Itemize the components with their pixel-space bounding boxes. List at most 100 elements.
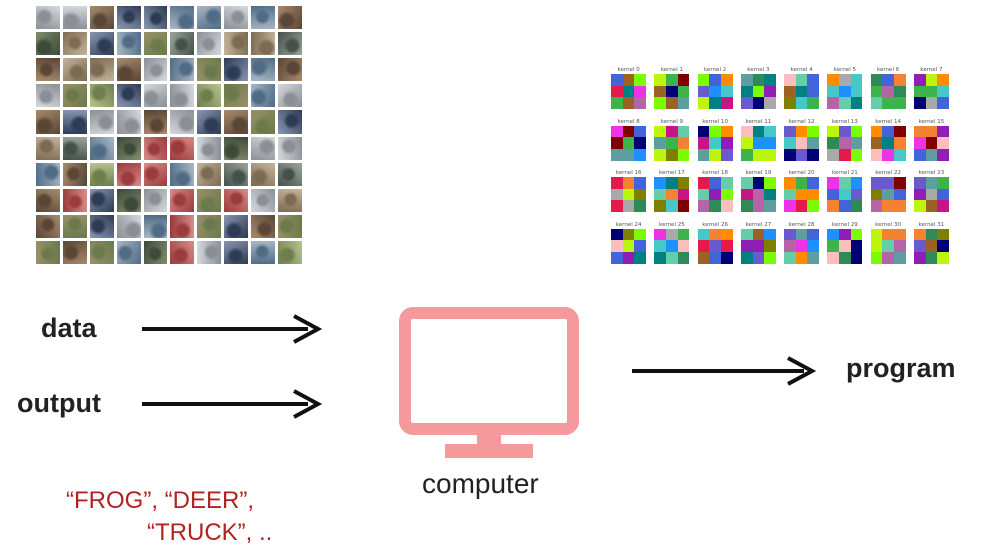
dataset-thumbnail — [36, 6, 60, 30]
kernel-cell — [764, 200, 776, 212]
dataset-thumbnail — [89, 162, 114, 186]
kernel-tile: kernel 1 — [653, 66, 690, 112]
dataset-thumbnail — [224, 84, 249, 108]
dataset-thumbnail — [251, 162, 276, 186]
kernel-label: kernel 29 — [832, 221, 858, 228]
kernel-cell — [937, 177, 949, 189]
kernel-cell — [925, 85, 938, 98]
kernel-cell — [677, 228, 690, 241]
data-arrow — [142, 314, 323, 344]
kernel-cell — [752, 97, 765, 109]
kernel-cell — [925, 177, 938, 189]
kernel-cell — [634, 228, 647, 241]
dataset-thumbnail — [62, 58, 87, 82]
dataset-thumbnail — [251, 136, 276, 160]
dataset-thumbnail — [251, 188, 276, 212]
program-arrow — [632, 356, 817, 386]
output-arrow — [142, 389, 323, 419]
kernel-mosaic — [611, 177, 647, 212]
kernel-cell — [677, 74, 690, 86]
dataset-thumbnail — [116, 84, 141, 108]
dataset-thumbnail — [143, 162, 168, 186]
kernel-label: kernel 22 — [875, 170, 901, 176]
kernel-cell — [893, 85, 906, 98]
kernel-cell — [634, 137, 647, 149]
dataset-thumbnail — [197, 32, 222, 56]
kernel-cell — [795, 228, 808, 241]
kernel-tile: kernel 16 — [610, 169, 647, 215]
dataset-thumbnail — [197, 58, 222, 82]
kernel-cell — [740, 125, 753, 138]
kernel-cell — [752, 188, 765, 201]
dataset-thumbnail — [116, 188, 141, 212]
kernel-mosaic — [827, 74, 863, 109]
dataset-thumbnail — [62, 136, 87, 160]
kernel-cell — [622, 74, 635, 86]
kernel-label: kernel 7 — [920, 67, 943, 73]
kernel-label: kernel 13 — [832, 118, 858, 125]
kernel-label: kernel 25 — [659, 221, 685, 228]
kernel-cell — [925, 125, 938, 138]
dataset-thumbnail — [197, 162, 222, 186]
kernel-cell — [697, 188, 710, 201]
kernel-tile: kernel 27 — [740, 221, 777, 267]
kernel-cell — [720, 228, 733, 241]
kernel-tile: kernel 0 — [610, 66, 647, 112]
kernel-cell — [893, 200, 906, 212]
kernel-cell — [827, 228, 840, 241]
kernel-cell — [764, 137, 776, 149]
dataset-thumbnail — [224, 32, 249, 56]
dataset-thumbnail — [278, 162, 302, 186]
kernel-cell — [882, 137, 894, 149]
kernel-mosaic — [654, 228, 690, 264]
kernel-cell — [925, 188, 938, 201]
kernel-cell — [807, 251, 820, 264]
kernel-label: kernel 16 — [615, 170, 642, 176]
dataset-thumbnail — [36, 110, 60, 134]
kernel-cell — [882, 148, 894, 161]
kernel-cell — [870, 240, 883, 252]
kernel-cell — [850, 188, 863, 201]
kernel-cell — [709, 85, 721, 98]
kernel-mosaic — [784, 228, 820, 264]
dataset-thumbnail — [62, 240, 87, 264]
kernel-cell — [764, 85, 776, 98]
dataset-thumbnail — [278, 32, 302, 56]
kernel-cell — [697, 137, 710, 149]
kernel-mosaic — [740, 177, 776, 212]
dataset-thumbnail — [116, 136, 141, 160]
kernel-cell — [913, 74, 926, 86]
kernel-cell — [764, 177, 776, 189]
kernel-mosaic — [827, 125, 863, 161]
kernel-cell — [827, 251, 840, 264]
kernel-cell — [937, 85, 949, 98]
kernel-cell — [697, 85, 710, 98]
dataset-thumbnail — [62, 110, 87, 134]
kernel-cell — [752, 228, 765, 241]
kernel-cell — [709, 125, 721, 138]
kernel-cell — [654, 188, 667, 201]
dataset-thumbnail — [143, 214, 168, 238]
kernel-cell — [720, 200, 733, 212]
kernel-cell — [740, 200, 753, 212]
kernel-label: kernel 24 — [615, 221, 642, 228]
dataset-thumbnail — [116, 58, 141, 82]
kernel-cell — [784, 228, 796, 241]
kernel-cell — [666, 188, 678, 201]
dataset-thumbnail — [143, 58, 168, 82]
kernel-cell — [666, 200, 678, 212]
kernel-cell — [611, 148, 623, 161]
dataset-thumbnail — [62, 188, 87, 212]
dataset-thumbnail — [143, 84, 168, 108]
kernel-cell — [611, 240, 623, 252]
kernel-cell — [913, 251, 926, 264]
dataset-thumbnail — [89, 58, 114, 82]
kernel-tile: kernel 13 — [826, 118, 863, 164]
kernel-cell — [634, 85, 647, 98]
kernel-cell — [784, 97, 796, 109]
kernel-cell — [913, 148, 926, 161]
dataset-thumbnail — [224, 214, 249, 238]
kernel-cell — [634, 188, 647, 201]
dataset-thumbnail — [170, 58, 195, 82]
kernel-cell — [622, 240, 635, 252]
